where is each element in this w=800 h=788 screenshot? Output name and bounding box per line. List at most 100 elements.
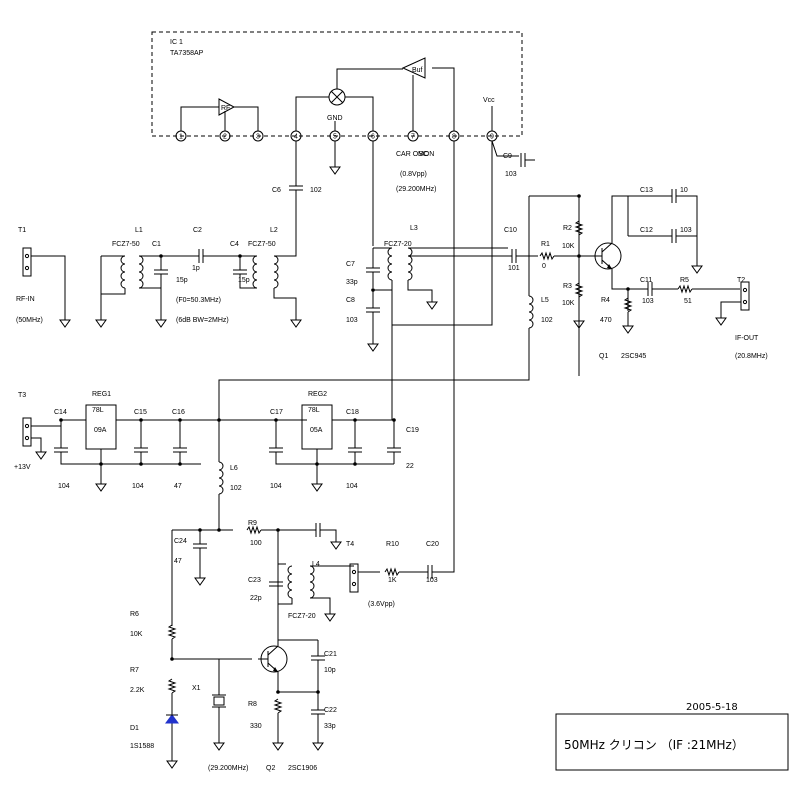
resistor-symbol: [574, 282, 584, 298]
capacitor-symbol: [54, 447, 68, 453]
ic1-part-number: TA7358AP: [170, 50, 204, 57]
C10-ref: C10: [504, 227, 517, 234]
wire: [432, 141, 455, 573]
bw-note: (6dB BW=2MHz): [176, 317, 229, 324]
L4-part: FCZ7-20: [288, 613, 316, 620]
wire: [60, 452, 201, 465]
component-symbols: [22, 31, 750, 769]
C20-ref: C20: [426, 541, 439, 548]
reg1-body: [85, 404, 117, 450]
R9-ref: R9: [248, 520, 257, 527]
C14-value: 104: [58, 483, 70, 490]
capacitor-symbol: [289, 185, 303, 191]
ic-pin-number: 1: [179, 134, 183, 141]
capacitor-symbol: [193, 543, 207, 549]
junction-dot: [170, 657, 174, 661]
terminal-screw: [742, 299, 748, 305]
L1-primary: [120, 255, 126, 289]
C7-ref: C7: [346, 261, 355, 268]
t3-volt-label: +13V: [14, 464, 31, 471]
L2-primary: [273, 255, 279, 289]
Q2-part: 2SC1906: [288, 765, 317, 772]
X1-freq: (29.200MHz): [208, 765, 248, 772]
C21-ref: C21: [324, 651, 337, 658]
C20-value: 103: [426, 577, 438, 584]
car-osc-label: CAR OSC: [396, 151, 428, 158]
capacitor-symbol: [311, 709, 325, 715]
t2-name-label: IF-OUT: [735, 335, 759, 342]
L3-secondary: [407, 247, 413, 281]
ground-symbol: [329, 161, 341, 175]
terminal-screw: [24, 423, 30, 429]
x1-crystal: [213, 696, 225, 706]
C11-ref: C11: [640, 277, 652, 284]
junction-dot: [577, 194, 581, 198]
C15-value: 104: [132, 483, 144, 490]
terminal-screw: [742, 287, 748, 293]
C11-value: 103: [642, 298, 654, 305]
wire: [139, 255, 161, 289]
junction-dot: [139, 462, 143, 466]
C17-value: 104: [270, 483, 282, 490]
mixer-gnd-label: GND: [327, 115, 343, 122]
reg2-suffix: 05A: [310, 427, 323, 434]
rf-amp-triangle: [218, 98, 236, 116]
L5-value: 102: [541, 317, 553, 324]
C24-ref: C24: [174, 538, 187, 545]
C4-ref: C4: [230, 241, 239, 248]
resistor-symbol: [384, 567, 400, 577]
buffer-triangle: [401, 57, 426, 79]
C19-ref: C19: [406, 427, 419, 434]
capacitor-symbol: [671, 189, 677, 203]
wire: [491, 140, 519, 157]
t3-terminal: [22, 417, 32, 447]
d1-diode-body: [165, 714, 179, 724]
resistor-symbol: [273, 698, 283, 714]
junction-dot: [371, 288, 375, 292]
transistor-leads: [258, 645, 279, 673]
C6-ref: C6: [272, 187, 281, 194]
C22-ref: C22: [324, 707, 337, 714]
R8-value: 330: [250, 723, 262, 730]
R6-value: 10K: [130, 631, 143, 638]
C7-value: 33p: [346, 279, 358, 286]
wire: [278, 598, 293, 605]
junction-dot: [59, 418, 63, 422]
drawing-title: 50MHz クリコン （IF :21MHz）: [564, 738, 744, 752]
wire: [611, 195, 630, 243]
wire: [100, 255, 125, 314]
reg1-suffix: 09A: [94, 427, 107, 434]
capacitor-symbol: [387, 447, 401, 453]
ic-pin: [219, 130, 231, 142]
wire: [373, 247, 393, 291]
L2-part: FCZ7-50: [248, 241, 276, 248]
capacitor-symbol: [647, 282, 653, 296]
ic-pin-number: 8: [452, 134, 456, 141]
junction-dot: [178, 418, 182, 422]
wire: [407, 280, 433, 296]
t4-level-note: (3.6Vpp): [368, 601, 395, 608]
C10-value: 101: [508, 265, 520, 272]
junction-dot: [178, 462, 182, 466]
wire: [392, 141, 493, 326]
reg1-ref: REG1: [92, 391, 111, 398]
junction-dot: [274, 418, 278, 422]
C14-ref: C14: [54, 409, 67, 416]
L1-part: FCZ7-50: [112, 241, 140, 248]
wire-rf-amp: [180, 106, 259, 131]
R9-value: 100: [250, 540, 262, 547]
terminal-screw: [24, 265, 30, 271]
R1-value: 0: [542, 263, 546, 270]
junction-dot: [626, 287, 630, 291]
capacitor-symbol: [427, 565, 433, 579]
ground-symbol: [715, 312, 727, 326]
R4-value: 470: [600, 317, 612, 324]
C23-value: 22p: [250, 595, 262, 602]
reg2-ref: REG2: [308, 391, 327, 398]
L3-ref: L3: [410, 225, 418, 232]
ic-pin-number: 2: [223, 134, 227, 141]
terminal-screw: [24, 435, 30, 441]
wire: [274, 190, 297, 257]
